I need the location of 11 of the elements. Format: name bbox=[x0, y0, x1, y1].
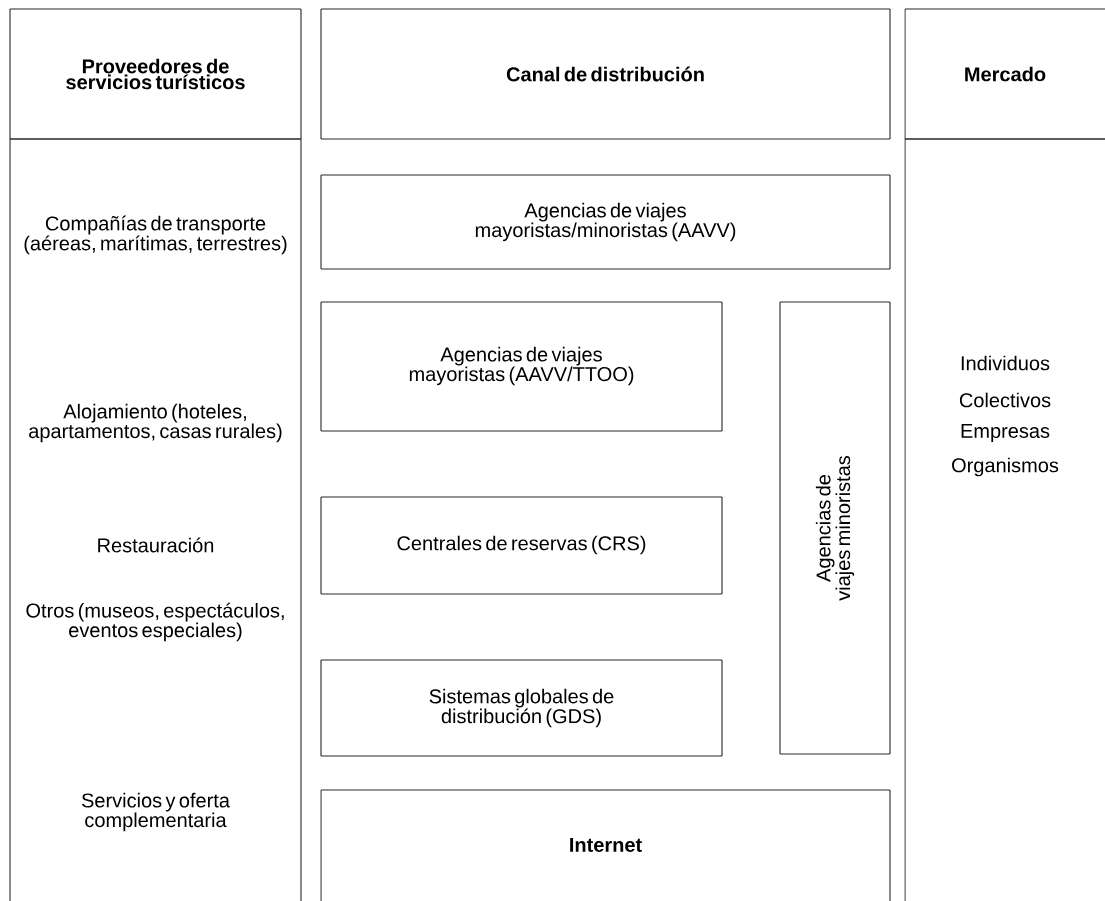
column-header: Mercado bbox=[904, 8, 1105, 140]
vertical-box: Agencias de viajes minoristas bbox=[779, 301, 891, 755]
column-panel: Compañías de transporte (aéreas, marítimas, terrestres) Alojamiento (hoteles, apartamentos, casas rurales) Restauración Otros (museos, espectáculos, eventos especiales) Servicios y oferta complementaria bbox=[9, 138, 302, 901]
process-box: Centrales de reservas (CRS) bbox=[320, 496, 723, 595]
column-header: Proveedores de servicios turísticos bbox=[9, 8, 302, 140]
process-box: Sistemas globales de distribución (GDS) bbox=[320, 659, 723, 757]
process-box: Agencias de viajes mayoristas/minoristas (AAVV) bbox=[320, 174, 891, 270]
column-header: Canal de distribución bbox=[320, 8, 891, 140]
process-box: Agencias de viajes mayoristas (AAVV/TTOO) bbox=[320, 301, 723, 432]
open-box: Internet bbox=[320, 789, 891, 901]
column-panel: Individuos Colectivos Empresas Organismos bbox=[904, 138, 1105, 901]
